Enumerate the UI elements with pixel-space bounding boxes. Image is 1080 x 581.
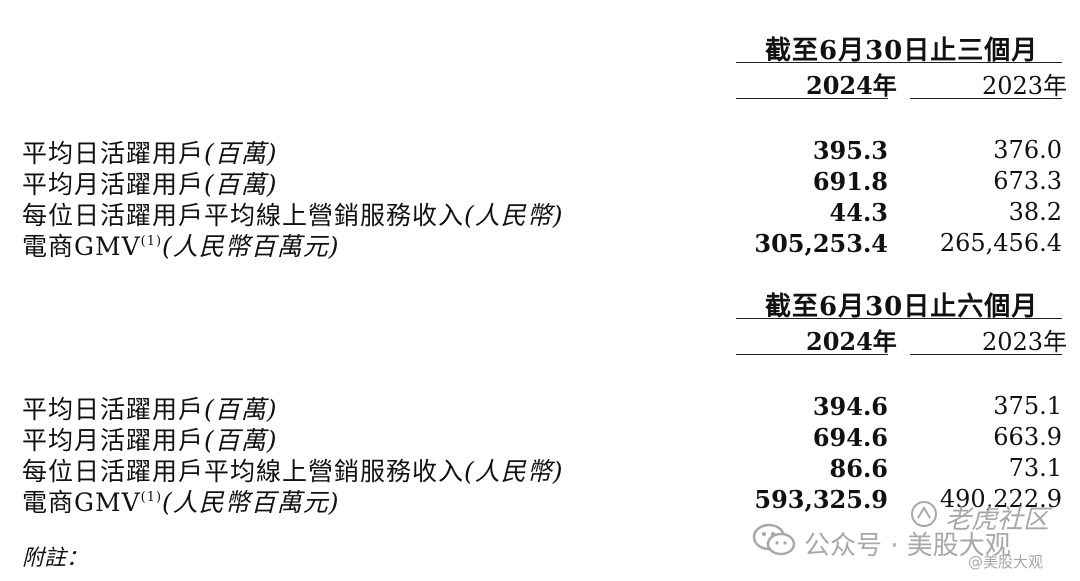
value-2024: 86.6	[829, 454, 888, 483]
value-2023: 375.1	[993, 392, 1062, 420]
value-2023: 376.0	[993, 136, 1062, 164]
metric-unit: (百萬)	[204, 426, 278, 455]
metric-unit: (人民幣)	[464, 201, 564, 230]
metric-label: 每位日活躍用戶平均線上營銷服務收入(人民幣)	[22, 452, 564, 488]
period-underline	[736, 318, 1062, 319]
year-underline-2024	[736, 354, 888, 355]
metric-name: 平均日活躍用戶	[22, 395, 205, 424]
metric-unit: (百萬)	[204, 139, 278, 168]
metric-label: 平均月活躍用戶(百萬)	[22, 165, 278, 201]
wechat-account-watermark: 公众号 · 美股大观	[804, 531, 1011, 561]
year-header-2024: 2024年	[806, 327, 897, 356]
value-2024: 305,253.4	[754, 229, 888, 258]
wechat-icon	[752, 522, 798, 558]
year-underline-2023	[910, 354, 1062, 355]
metric-unit: (百萬)	[204, 170, 278, 199]
metric-unit: (百萬)	[204, 395, 278, 424]
metric-unit: (人民幣)	[464, 457, 564, 486]
value-2024: 44.3	[829, 198, 888, 227]
value-2023: 73.1	[1008, 454, 1062, 482]
metric-label: 電商GMV(1)(人民幣百萬元)	[22, 483, 340, 519]
value-2023: 673.3	[993, 167, 1062, 195]
metric-name: 平均日活躍用戶	[22, 139, 205, 168]
value-2024: 394.6	[812, 392, 888, 421]
value-2024: 395.3	[812, 136, 888, 165]
metric-name: 平均月活躍用戶	[22, 170, 205, 199]
period-underline	[736, 62, 1062, 63]
tiger-community-watermark: 老虎社区	[945, 505, 1050, 535]
metric-label: 每位日活躍用戶平均線上營銷服務收入(人民幣)	[22, 196, 564, 232]
metric-name: 電商GMV	[22, 232, 141, 261]
value-2024: 694.6	[812, 423, 888, 452]
year-header-2023: 2023年	[982, 328, 1068, 356]
value-2023: 265,456.4	[939, 229, 1062, 257]
value-2024: 593,325.9	[754, 485, 888, 514]
handle-watermark: @美股大观	[968, 553, 1044, 571]
metric-name: 每位日活躍用戶平均線上營銷服務收入	[22, 201, 465, 230]
year-underline-2024	[736, 98, 888, 99]
metric-label: 平均月活躍用戶(百萬)	[22, 421, 278, 457]
metric-label: 電商GMV(1)(人民幣百萬元)	[22, 227, 340, 263]
metric-name: 每位日活躍用戶平均線上營銷服務收入	[22, 457, 465, 486]
metric-label: 平均日活躍用戶(百萬)	[22, 390, 278, 426]
period-title-three-months: 截至6月30日止三個月	[765, 36, 1039, 66]
year-header-2024: 2024年	[806, 71, 897, 100]
value-2023: 663.9	[993, 423, 1062, 451]
value-2023: 38.2	[1008, 198, 1062, 226]
value-2024: 691.8	[812, 167, 888, 196]
metric-label: 平均日活躍用戶(百萬)	[22, 134, 278, 170]
period-title-six-months: 截至6月30日止六個月	[765, 292, 1039, 322]
value-2023: 490,222.9	[939, 485, 1062, 513]
footnote-label: 附註：	[22, 546, 89, 571]
metric-name: 電商GMV	[22, 488, 141, 517]
year-header-2023: 2023年	[982, 72, 1068, 100]
footnote-marker: (1)	[140, 234, 163, 249]
metric-unit: (人民幣百萬元)	[162, 232, 340, 261]
tiger-community-logo-icon	[910, 500, 938, 532]
year-underline-2023	[910, 98, 1062, 99]
footnote-marker: (1)	[140, 490, 163, 505]
metric-unit: (人民幣百萬元)	[162, 488, 340, 517]
metric-name: 平均月活躍用戶	[22, 426, 205, 455]
